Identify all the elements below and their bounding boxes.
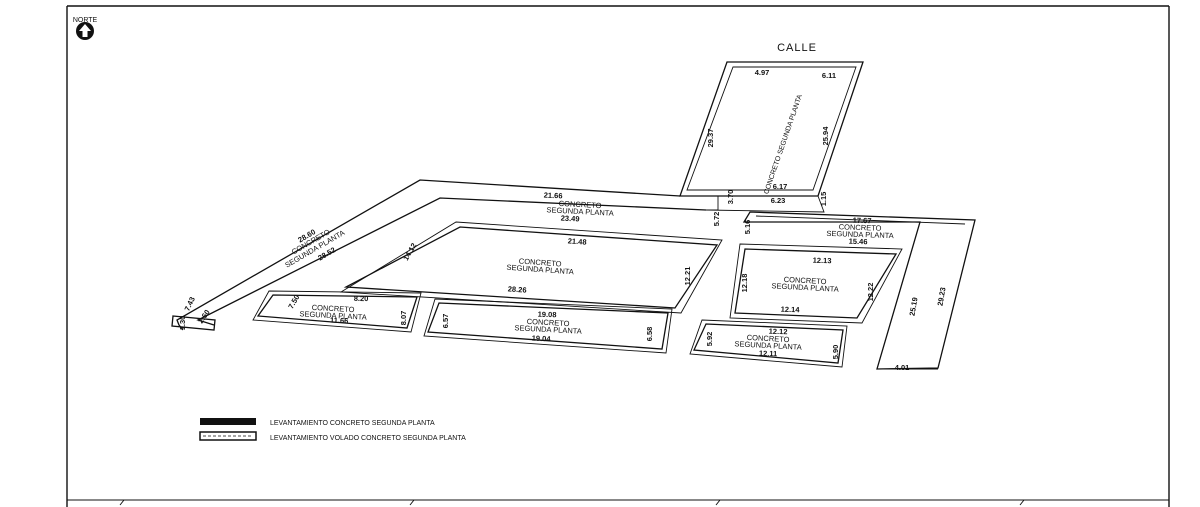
block-d-bottom: SEGUNDA PLANTA [506,263,574,277]
dim-21-66: 21.66 [544,191,563,201]
southeast-small-block [689,319,848,368]
dim-8-20: 8.20 [354,294,369,303]
dim-12-12: 12.12 [769,327,788,337]
dim-4-01: 4.01 [895,363,910,372]
legend-hatched-label: LEVANTAMIENTO VOLADO CONCRETO SEGUNDA PL… [270,435,466,442]
street-label: CALLE [777,42,817,54]
block-g-top: CONCRETO [527,317,570,328]
block-c-top: CONCRETO [839,222,882,232]
block-d-top: CONCRETO [519,257,562,269]
dim-3-70: 3.70 [726,190,735,205]
dim-1-15: 1.15 [819,192,828,207]
block-e-top: CONCRETO [784,275,827,286]
block-h-top: CONCRETO [747,333,790,344]
dim-28-26: 28.26 [507,284,526,294]
bottom-ticks [119,499,1025,506]
strip-label: CONCRETO SEGUNDA PLANTA [763,94,804,196]
dim-5-90: 5.90 [831,345,840,360]
dim-21-48: 21.48 [567,236,586,246]
drawing-frame [66,5,1170,507]
dim-12-22: 12.22 [866,283,875,302]
block-a-bottom: SEGUNDA PLANTA [546,205,614,218]
dim-11-66: 11.66 [330,316,349,326]
block-g-bottom: SEGUNDA PLANTA [514,323,582,336]
dim-12-14: 12.14 [781,305,801,315]
dim-12-11: 12.11 [759,349,778,359]
dim-25-19: 25.19 [907,297,919,317]
block-e-bottom: SEGUNDA PLANTA [771,281,839,294]
block-a-top: CONCRETO [559,199,602,210]
dim-5-16: 5.16 [743,220,752,235]
central-block [339,221,723,314]
dim-25-94: 25.94 [821,126,830,146]
dim-5-72: 5.72 [712,212,721,227]
dim-1-30: 1.30 [178,316,187,331]
dim-6-57: 6.57 [441,314,450,329]
outer-band [171,179,825,331]
west-small-block [252,290,422,333]
north-arrow-icon [76,22,94,40]
dim-2-60: 2.60 [196,308,212,325]
legend: LEVANTAMIENTO CONCRETO SEGUNDA PLANTA LE… [199,418,466,442]
north-label: NORTE [73,17,98,24]
dim-29-23: 29.23 [935,287,947,307]
dim-14-12: 14.12 [401,241,418,262]
block-c-bottom: SEGUNDA PLANTA [826,229,894,240]
middle-lower-block [423,298,673,354]
block-h-bottom: SEGUNDA PLANTA [734,339,802,352]
dim-6-17: 6.17 [773,182,788,191]
legend-swatch-solid [200,418,256,425]
dim-12-18: 12.18 [740,274,749,293]
dim-4-97: 4.97 [755,68,770,77]
legend-solid-label: LEVANTAMIENTO CONCRETO SEGUNDA PLANTA [270,420,435,427]
dim-23-49: 23.49 [561,214,580,224]
dim-5-92: 5.92 [705,332,714,347]
east-inner-block [729,243,903,324]
dim-29-37: 29.37 [706,129,715,148]
dim-19-04: 19.04 [532,334,552,344]
dim-15-46: 15.46 [849,237,868,247]
dim-8-07: 8.07 [399,311,408,326]
dim-12-13: 12.13 [813,256,832,266]
dim-19-08: 19.08 [538,310,557,320]
dim-17-67: 17.67 [853,216,872,226]
dim-6-58: 6.58 [645,327,654,342]
dim-6-23: 6.23 [771,196,786,205]
dim-12-21: 12.21 [683,267,692,286]
block-f-top: CONCRETO [312,303,355,314]
east-band [742,211,976,370]
block-f-bottom: SEGUNDA PLANTA [299,309,367,322]
dim-6-11: 6.11 [822,71,836,80]
